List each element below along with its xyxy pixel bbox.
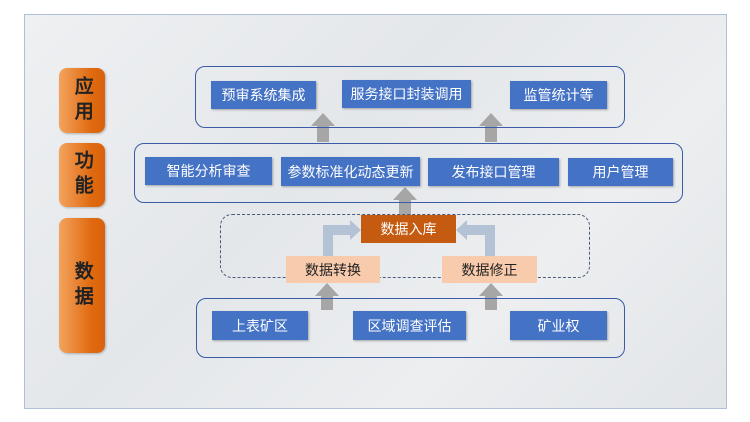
app-item: 预审系统集成: [211, 81, 316, 109]
layer-data-label: 数据: [59, 218, 105, 353]
up-arrow: [479, 283, 503, 310]
data-store-box: 数据入库: [361, 215, 456, 243]
data-correct-box: 数据修正: [442, 256, 537, 283]
source-item: 上表矿区: [212, 311, 308, 340]
source-item: 矿业权: [510, 311, 607, 340]
app-item: 服务接口封装调用: [342, 80, 471, 108]
source-item: 区域调查评估: [353, 311, 466, 340]
function-item: 参数标准化动态更新: [281, 157, 420, 186]
up-arrow: [393, 187, 417, 215]
function-item: 智能分析审查: [145, 157, 272, 185]
layer-function-label: 功能: [59, 143, 105, 207]
elbow-arrow: [456, 220, 495, 256]
function-item: 用户管理: [568, 158, 673, 186]
data-convert-box: 数据转换: [286, 256, 380, 283]
up-arrow: [315, 283, 339, 310]
function-item: 发布接口管理: [428, 158, 559, 186]
application-group: [195, 66, 625, 128]
diagram-frame: [24, 14, 727, 409]
function-group: [134, 143, 683, 203]
elbow-arrow: [323, 220, 361, 256]
layer-application-label: 应用: [59, 68, 105, 133]
processing-group: [220, 214, 590, 278]
source-group: [196, 298, 625, 358]
app-item: 监管统计等: [510, 81, 607, 109]
